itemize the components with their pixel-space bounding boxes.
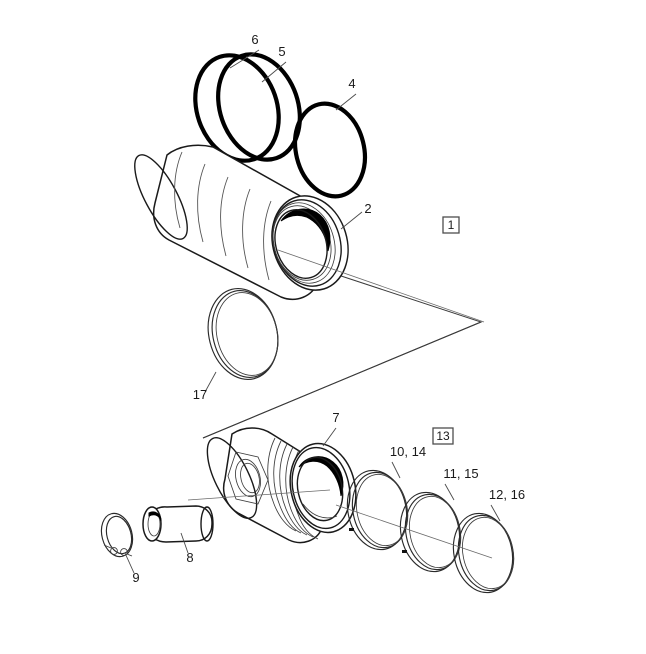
group-box-13: 13 <box>432 427 454 445</box>
callout-4: 4 <box>348 76 355 91</box>
callout-11-15: 11, 15 <box>443 466 478 481</box>
piston-pin-axis-line <box>187 489 331 501</box>
rings-axis-line <box>335 504 493 559</box>
callout-2: 2 <box>364 201 371 216</box>
o-ring-4 <box>293 101 367 199</box>
liner-axis-line <box>277 249 485 323</box>
piston-pin <box>142 505 214 543</box>
callout-8: 8 <box>186 550 193 565</box>
piston-ring-oil <box>452 512 515 594</box>
group-box-1-label: 1 <box>448 218 455 232</box>
o-ring-5 <box>216 52 302 162</box>
piston <box>206 427 357 544</box>
callout-6: 6 <box>251 32 258 47</box>
callout-17: 17 <box>193 387 207 402</box>
callout-5: 5 <box>278 44 285 59</box>
seal-ring-17 <box>207 288 279 380</box>
callout-9: 9 <box>132 570 139 585</box>
leader-lines <box>124 49 501 574</box>
retaining-clip <box>100 512 134 558</box>
callout-10-14: 10, 14 <box>390 444 426 459</box>
cylinder-liner <box>134 144 349 301</box>
group-bracket-lower <box>202 321 482 439</box>
group-box-13-label: 13 <box>436 429 450 443</box>
callout-12-16: 12, 16 <box>489 487 525 502</box>
group-box-1: 1 <box>442 216 460 234</box>
callout-labels: 6 5 4 2 17 7 8 9 10, 14 11, 15 12, 16 <box>132 32 525 585</box>
callout-7: 7 <box>332 410 339 425</box>
